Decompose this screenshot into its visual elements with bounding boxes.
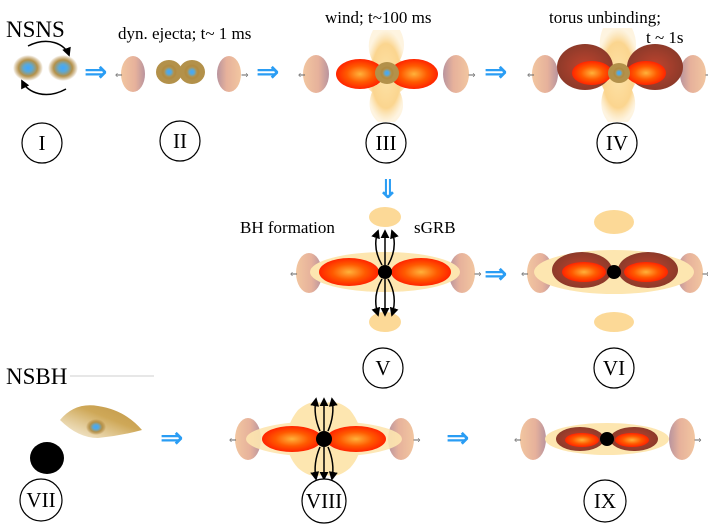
black-hole-ix — [600, 432, 614, 446]
svg-text:⇒: ⇒ — [468, 71, 476, 81]
stage-ii-ejecta: ⇐ ⇒ — [115, 56, 249, 92]
stage-vi-torus-unbinding: ⇐ ⇒ — [521, 210, 708, 332]
black-hole-vii — [30, 442, 64, 474]
stage-vi-badge: VI — [593, 347, 635, 389]
svg-text:⇐: ⇐ — [514, 436, 522, 446]
flow-arrow-iii-v: ⇓ — [377, 175, 399, 205]
svg-text:⇐: ⇐ — [115, 71, 123, 81]
wind-label: wind; t~100 ms — [325, 8, 431, 27]
stage-ii-label: II — [173, 129, 187, 153]
dyn-ejecta-label: dyn. ejecta; t~ 1 ms — [118, 24, 251, 43]
svg-text:⇐: ⇐ — [521, 270, 529, 280]
stage-viii-label: VIII — [306, 489, 342, 513]
svg-text:⇒: ⇒ — [474, 270, 482, 280]
stage-v-bh-formation: ⇐ ⇒ — [290, 207, 482, 332]
stage-viii-jets: ⇐ ⇒ — [229, 397, 421, 481]
stage-iv-torus-unbinding: ⇐ ⇒ — [527, 28, 708, 122]
flow-arrow-i-ii: ⇒ — [84, 55, 107, 88]
svg-text:⇒: ⇒ — [702, 270, 708, 280]
black-hole-v — [378, 265, 392, 279]
flow-arrow-v-vi: ⇒ — [484, 257, 507, 290]
stage-iii-wind-torus: ⇐ ⇒ — [298, 30, 476, 122]
sgrb-label: sGRB — [414, 218, 456, 237]
stage-iii-label: III — [376, 131, 397, 155]
svg-text:⇐: ⇐ — [527, 71, 535, 81]
svg-text:⇒: ⇒ — [241, 71, 249, 81]
flow-arrow-viii-ix: ⇒ — [446, 421, 469, 454]
flow-arrow-iii-iv: ⇒ — [484, 55, 507, 88]
svg-text:⇐: ⇐ — [290, 270, 298, 280]
stage-ix-torus-unbinding: ⇐ ⇒ — [514, 418, 702, 460]
stage-iv-label: IV — [606, 131, 628, 155]
binary-neutron-stars — [13, 40, 78, 96]
stage-viii-badge: VIII — [301, 478, 347, 524]
stage-iii-badge: III — [365, 122, 407, 164]
stage-vi-label: VI — [603, 356, 625, 380]
black-hole-vi — [607, 265, 621, 279]
orbit-arrow-bottom — [21, 79, 67, 96]
orbit-arrow-top — [27, 40, 71, 57]
stage-vii-badge: VII — [19, 478, 63, 522]
stage-vii-label: VII — [26, 488, 55, 512]
svg-text:⇐: ⇐ — [229, 436, 237, 446]
svg-text:⇒: ⇒ — [694, 436, 702, 446]
nsbh-header: NSBH — [6, 364, 67, 389]
stage-ii-badge: II — [159, 120, 201, 162]
stage-iv-badge: IV — [596, 122, 638, 164]
torus-time-label: t ~ 1s — [646, 28, 684, 47]
stage-v-badge: V — [362, 347, 404, 389]
stage-ix-badge: IX — [583, 479, 627, 523]
bh-formation-label: BH formation — [240, 218, 335, 237]
flow-arrow-ii-iii: ⇒ — [256, 55, 279, 88]
torus-unbinding-label: torus unbinding; — [549, 8, 661, 27]
svg-text:⇒: ⇒ — [413, 436, 421, 446]
svg-text:⇒: ⇒ — [705, 71, 708, 81]
flow-arrow-vii-viii: ⇒ — [160, 421, 183, 454]
stage-i-badge: I — [21, 122, 63, 164]
stage-v-label: V — [375, 356, 390, 380]
nsns-header: NSNS — [6, 17, 65, 42]
black-hole-viii — [316, 431, 332, 447]
stage-ix-label: IX — [594, 489, 616, 513]
stage-vii-tidal-disruption — [30, 405, 142, 474]
svg-text:⇐: ⇐ — [298, 71, 306, 81]
stage-i-label: I — [39, 131, 46, 155]
